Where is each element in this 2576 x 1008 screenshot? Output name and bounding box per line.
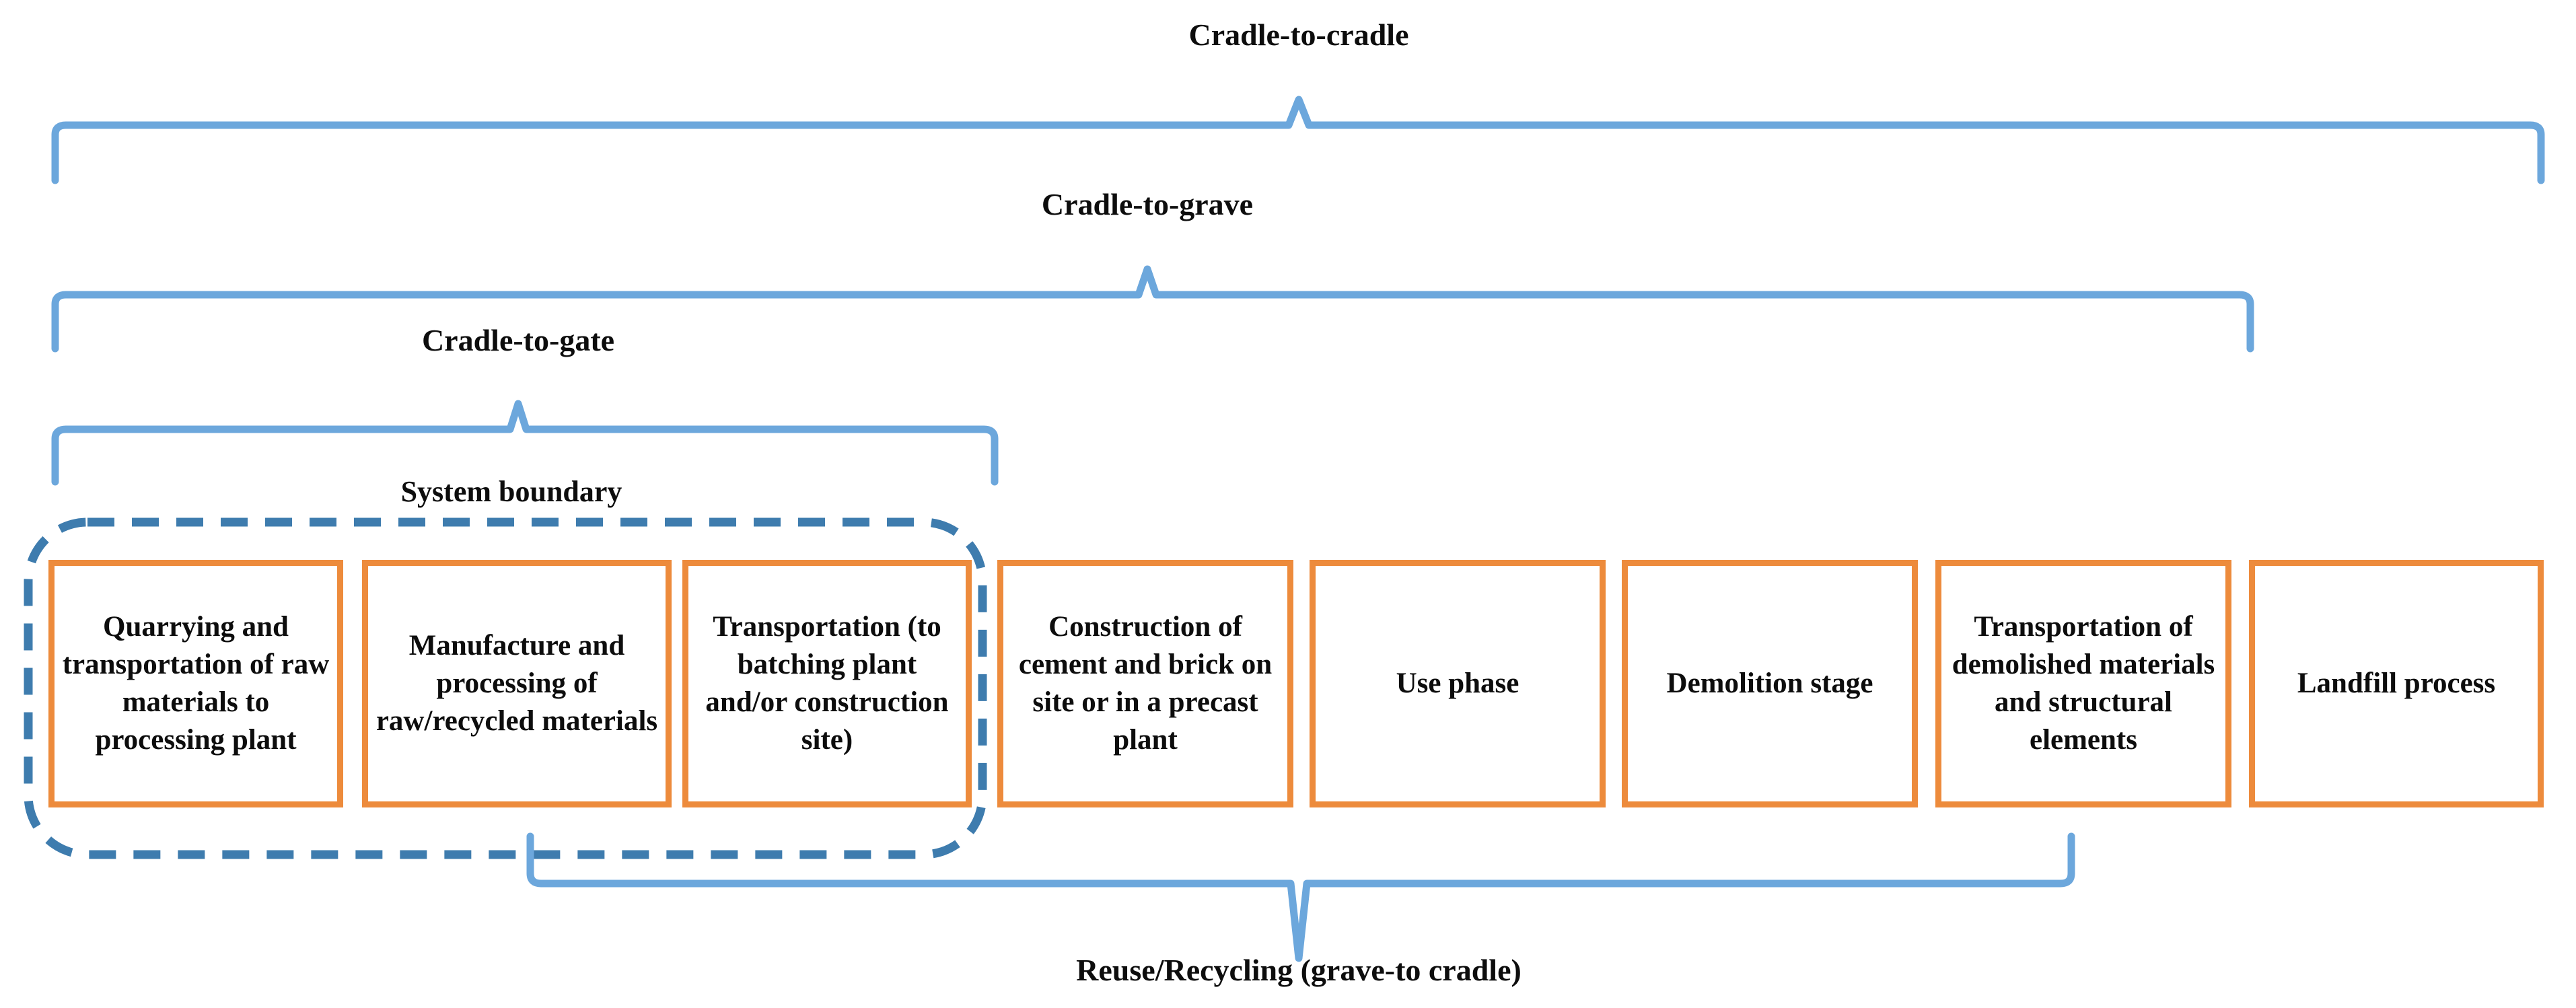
stage-box-manufacture-processing-materials[interactable]: Manufacture and processing of raw/recycl… xyxy=(362,560,672,807)
stage-box-transportation-demolished-materials[interactable]: Transportation of demolished materials a… xyxy=(1935,560,2231,807)
bracket-cradle-to-gate xyxy=(51,400,999,486)
stage-box-label: Demolition stage xyxy=(1666,668,1873,700)
stage-box-transportation-to-batching-plant[interactable]: Transportation (to batching plant and/or… xyxy=(682,560,972,807)
stage-box-landfill-process[interactable]: Landfill process xyxy=(2249,560,2544,807)
label-cradle-to-grave: Cradle-to-grave xyxy=(1041,187,1254,221)
stage-box-row: Quarrying and transportation of raw mate… xyxy=(0,560,2576,807)
stage-box-demolition-stage[interactable]: Demolition stage xyxy=(1622,560,1918,807)
stage-box-quarrying-transportation-raw-materials[interactable]: Quarrying and transportation of raw mate… xyxy=(48,560,343,807)
stage-box-label: Quarrying and transportation of raw mate… xyxy=(62,611,330,756)
label-reuse-recycling: Reuse/Recycling (grave-to cradle) xyxy=(1076,953,1522,987)
bracket-cradle-to-grave xyxy=(51,265,2254,353)
stage-box-label: Landfill process xyxy=(2297,668,2496,700)
stage-box-use-phase[interactable]: Use phase xyxy=(1310,560,1606,807)
label-system-boundary: System boundary xyxy=(400,475,622,508)
stage-box-construction-cement-brick[interactable]: Construction of cement and brick on site… xyxy=(997,560,1293,807)
stage-box-label: Use phase xyxy=(1396,668,1519,700)
stage-box-label: Transportation (to batching plant and/or… xyxy=(705,611,949,756)
stage-box-label: Manufacture and processing of raw/recycl… xyxy=(375,630,658,737)
label-cradle-to-gate: Cradle-to-gate xyxy=(421,323,615,357)
stage-box-label: Transportation of demolished materials a… xyxy=(1952,611,2215,756)
stage-box-label: Construction of cement and brick on site… xyxy=(1018,611,1273,756)
label-cradle-to-cradle: Cradle-to-cradle xyxy=(1188,17,1409,52)
bracket-cradle-to-cradle xyxy=(51,96,2545,184)
bracket-reuse-recycling xyxy=(526,832,2075,962)
